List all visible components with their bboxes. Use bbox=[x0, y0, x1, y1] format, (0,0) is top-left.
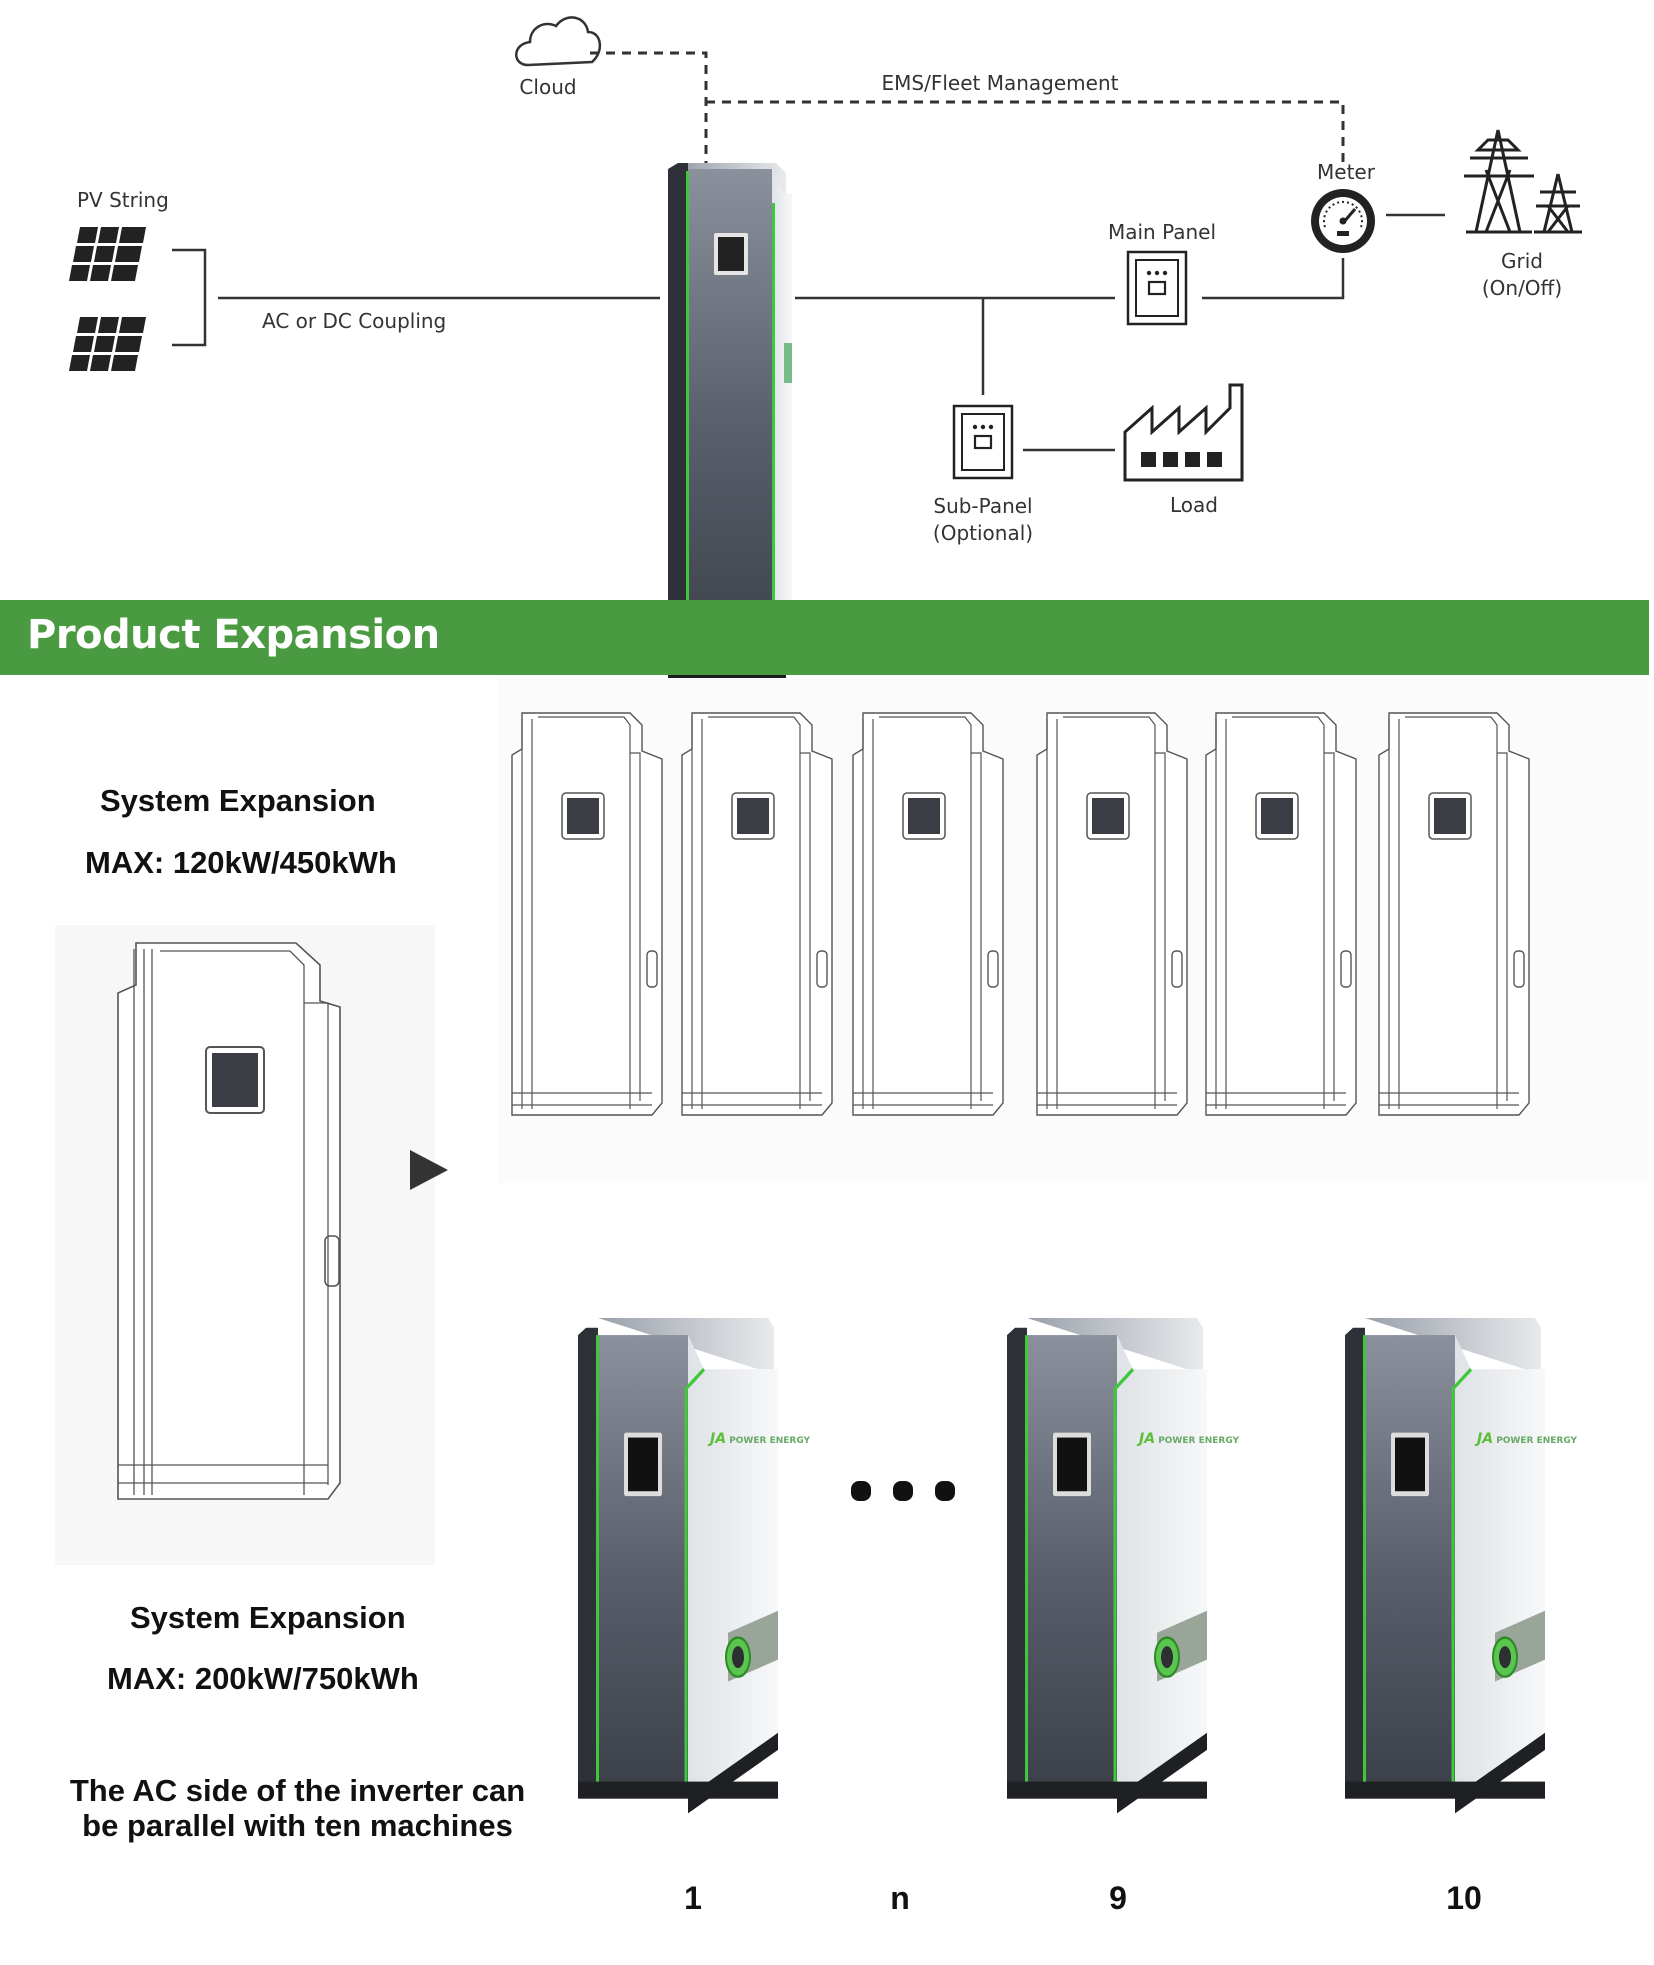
color-cabinet-1 bbox=[576, 1316, 780, 1816]
section-banner: Product Expansion bbox=[0, 600, 1649, 675]
ems-dashed-line bbox=[706, 100, 1345, 170]
brand-label: JA POWER ENERGY bbox=[710, 1431, 811, 1447]
sub-panel-label-line1: Sub-Panel bbox=[933, 494, 1033, 518]
main-panel-icon bbox=[1126, 250, 1188, 326]
sub-panel-icon bbox=[952, 404, 1014, 480]
expansion-title-2: System Expansion bbox=[130, 1600, 406, 1635]
solar-panel-icon bbox=[69, 315, 148, 373]
meter-icon bbox=[1311, 189, 1375, 253]
grid-label-line2: (On/Off) bbox=[1481, 276, 1563, 300]
machine-number-1: 1 bbox=[684, 1880, 702, 1916]
outline-cabinet bbox=[1205, 712, 1357, 1116]
ems-label: EMS/Fleet Management bbox=[881, 71, 1119, 95]
banner-title: Product Expansion bbox=[27, 612, 440, 658]
main-panel-to-meter-line bbox=[1202, 258, 1345, 300]
connection-lines bbox=[172, 51, 1445, 452]
machine-number-9: 9 bbox=[1109, 1880, 1127, 1916]
cloud-dashed-line bbox=[590, 51, 708, 165]
outline-cabinet bbox=[1378, 712, 1530, 1116]
outline-cabinet bbox=[511, 712, 663, 1116]
expansion-max-1: MAX: 120kW/450kWh bbox=[85, 845, 397, 880]
ellipsis-icon bbox=[851, 1481, 955, 1501]
cloud-icon bbox=[515, 16, 601, 67]
cloud-label: Cloud bbox=[519, 75, 577, 99]
expansion-max-2: MAX: 200kW/750kWh bbox=[107, 1661, 419, 1696]
color-cabinet-9 bbox=[1005, 1316, 1209, 1816]
outline-cabinet bbox=[1036, 712, 1188, 1116]
brand-label: JA POWER ENERGY bbox=[1477, 1431, 1578, 1447]
load-label: Load bbox=[1170, 493, 1218, 517]
brand-mark: JA bbox=[710, 1431, 727, 1447]
expansion-title-1: System Expansion bbox=[100, 783, 376, 818]
single-outline-cabinet bbox=[117, 942, 341, 1500]
grid-tower-icon bbox=[1464, 129, 1582, 234]
color-cabinet-10 bbox=[1343, 1316, 1547, 1816]
parallel-note-line1: The AC side of the inverter can bbox=[69, 1773, 526, 1808]
factory-icon bbox=[1123, 383, 1244, 482]
inverter-unit-main bbox=[668, 163, 792, 681]
arrow-right-icon bbox=[410, 1150, 448, 1190]
sub-panel-label: Sub-Panel (Optional) bbox=[933, 493, 1033, 547]
brand-mark: JA bbox=[1477, 1431, 1494, 1447]
brand-mark: JA bbox=[1139, 1431, 1156, 1447]
coupling-label: AC or DC Coupling bbox=[262, 309, 447, 333]
parallel-note-line2: be parallel with ten machines bbox=[82, 1808, 513, 1843]
grid-label-line1: Grid bbox=[1501, 249, 1543, 273]
brand-label: JA POWER ENERGY bbox=[1139, 1431, 1240, 1447]
pv-bracket-top bbox=[172, 248, 207, 347]
machine-number-10: 10 bbox=[1446, 1880, 1482, 1916]
grid-label: Grid (On/Off) bbox=[1482, 248, 1562, 302]
parallel-note: The AC side of the inverter can be paral… bbox=[60, 1773, 535, 1843]
outline-cabinet bbox=[852, 712, 1004, 1116]
machine-number-n: n bbox=[890, 1880, 910, 1916]
outline-cabinet bbox=[681, 712, 833, 1116]
solar-panel-icon bbox=[69, 225, 148, 283]
main-panel-label: Main Panel bbox=[1107, 220, 1217, 244]
meter-label: Meter bbox=[1317, 160, 1375, 184]
sub-panel-label-line2: (Optional) bbox=[932, 521, 1034, 545]
pv-string-label: PV String bbox=[77, 188, 169, 212]
